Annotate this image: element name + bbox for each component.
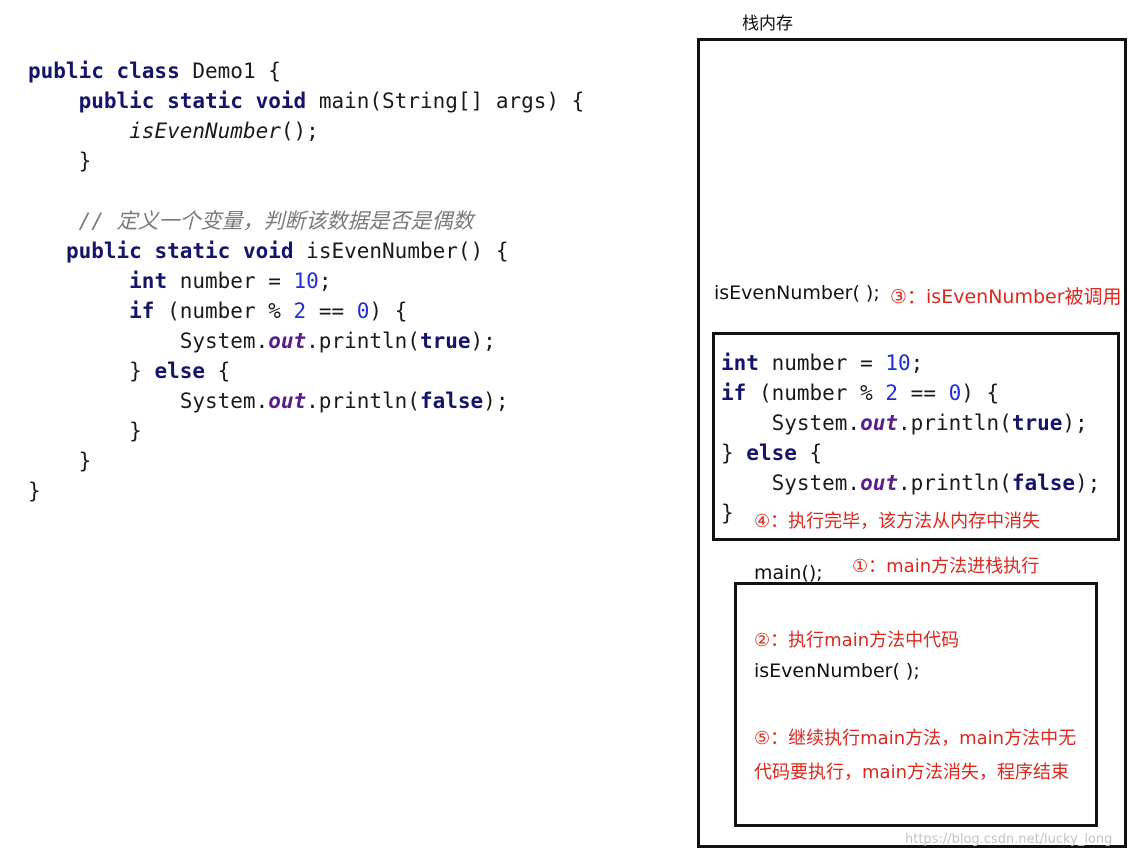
source-code-block: public class Demo1 { public static void …	[28, 59, 585, 503]
step-5-annotation: ⑤：继续执行main方法，main方法中无代码要执行，main方法消失，程序结束	[754, 728, 1077, 783]
step-1-annotation: ①：main方法进栈执行	[852, 556, 1040, 577]
class-name: Demo1	[192, 59, 256, 83]
watermark: https://blog.csdn.net/lucky_long	[905, 832, 1113, 847]
main-frame-iseven-call: isEvenNumber( );	[754, 660, 920, 682]
step-2-annotation: ②：执行main方法中代码	[754, 630, 960, 651]
main-call-label: main();	[754, 562, 823, 584]
stack-memory-title: 栈内存	[742, 14, 793, 34]
iseven-call-label: isEvenNumber( );	[714, 282, 880, 304]
iseven-frame-code: int number = 10; if (number % 2 == 0) { …	[721, 351, 1101, 525]
iseven-stack-frame	[712, 332, 1120, 541]
method-signature: isEvenNumber() {	[306, 239, 509, 263]
main-body-call: isEvenNumber	[129, 119, 281, 143]
step-3-annotation: ③：isEvenNumber被调用	[890, 286, 1122, 308]
code-comment: // 定义一个变量，判断该数据是否是偶数	[78, 209, 474, 233]
step-4-annotation: ④：执行完毕，该方法从内存中消失	[754, 511, 1041, 532]
main-stack-frame	[734, 582, 1098, 827]
main-signature: main(String[] args) {	[318, 89, 585, 113]
stack-memory-box	[697, 38, 1127, 848]
